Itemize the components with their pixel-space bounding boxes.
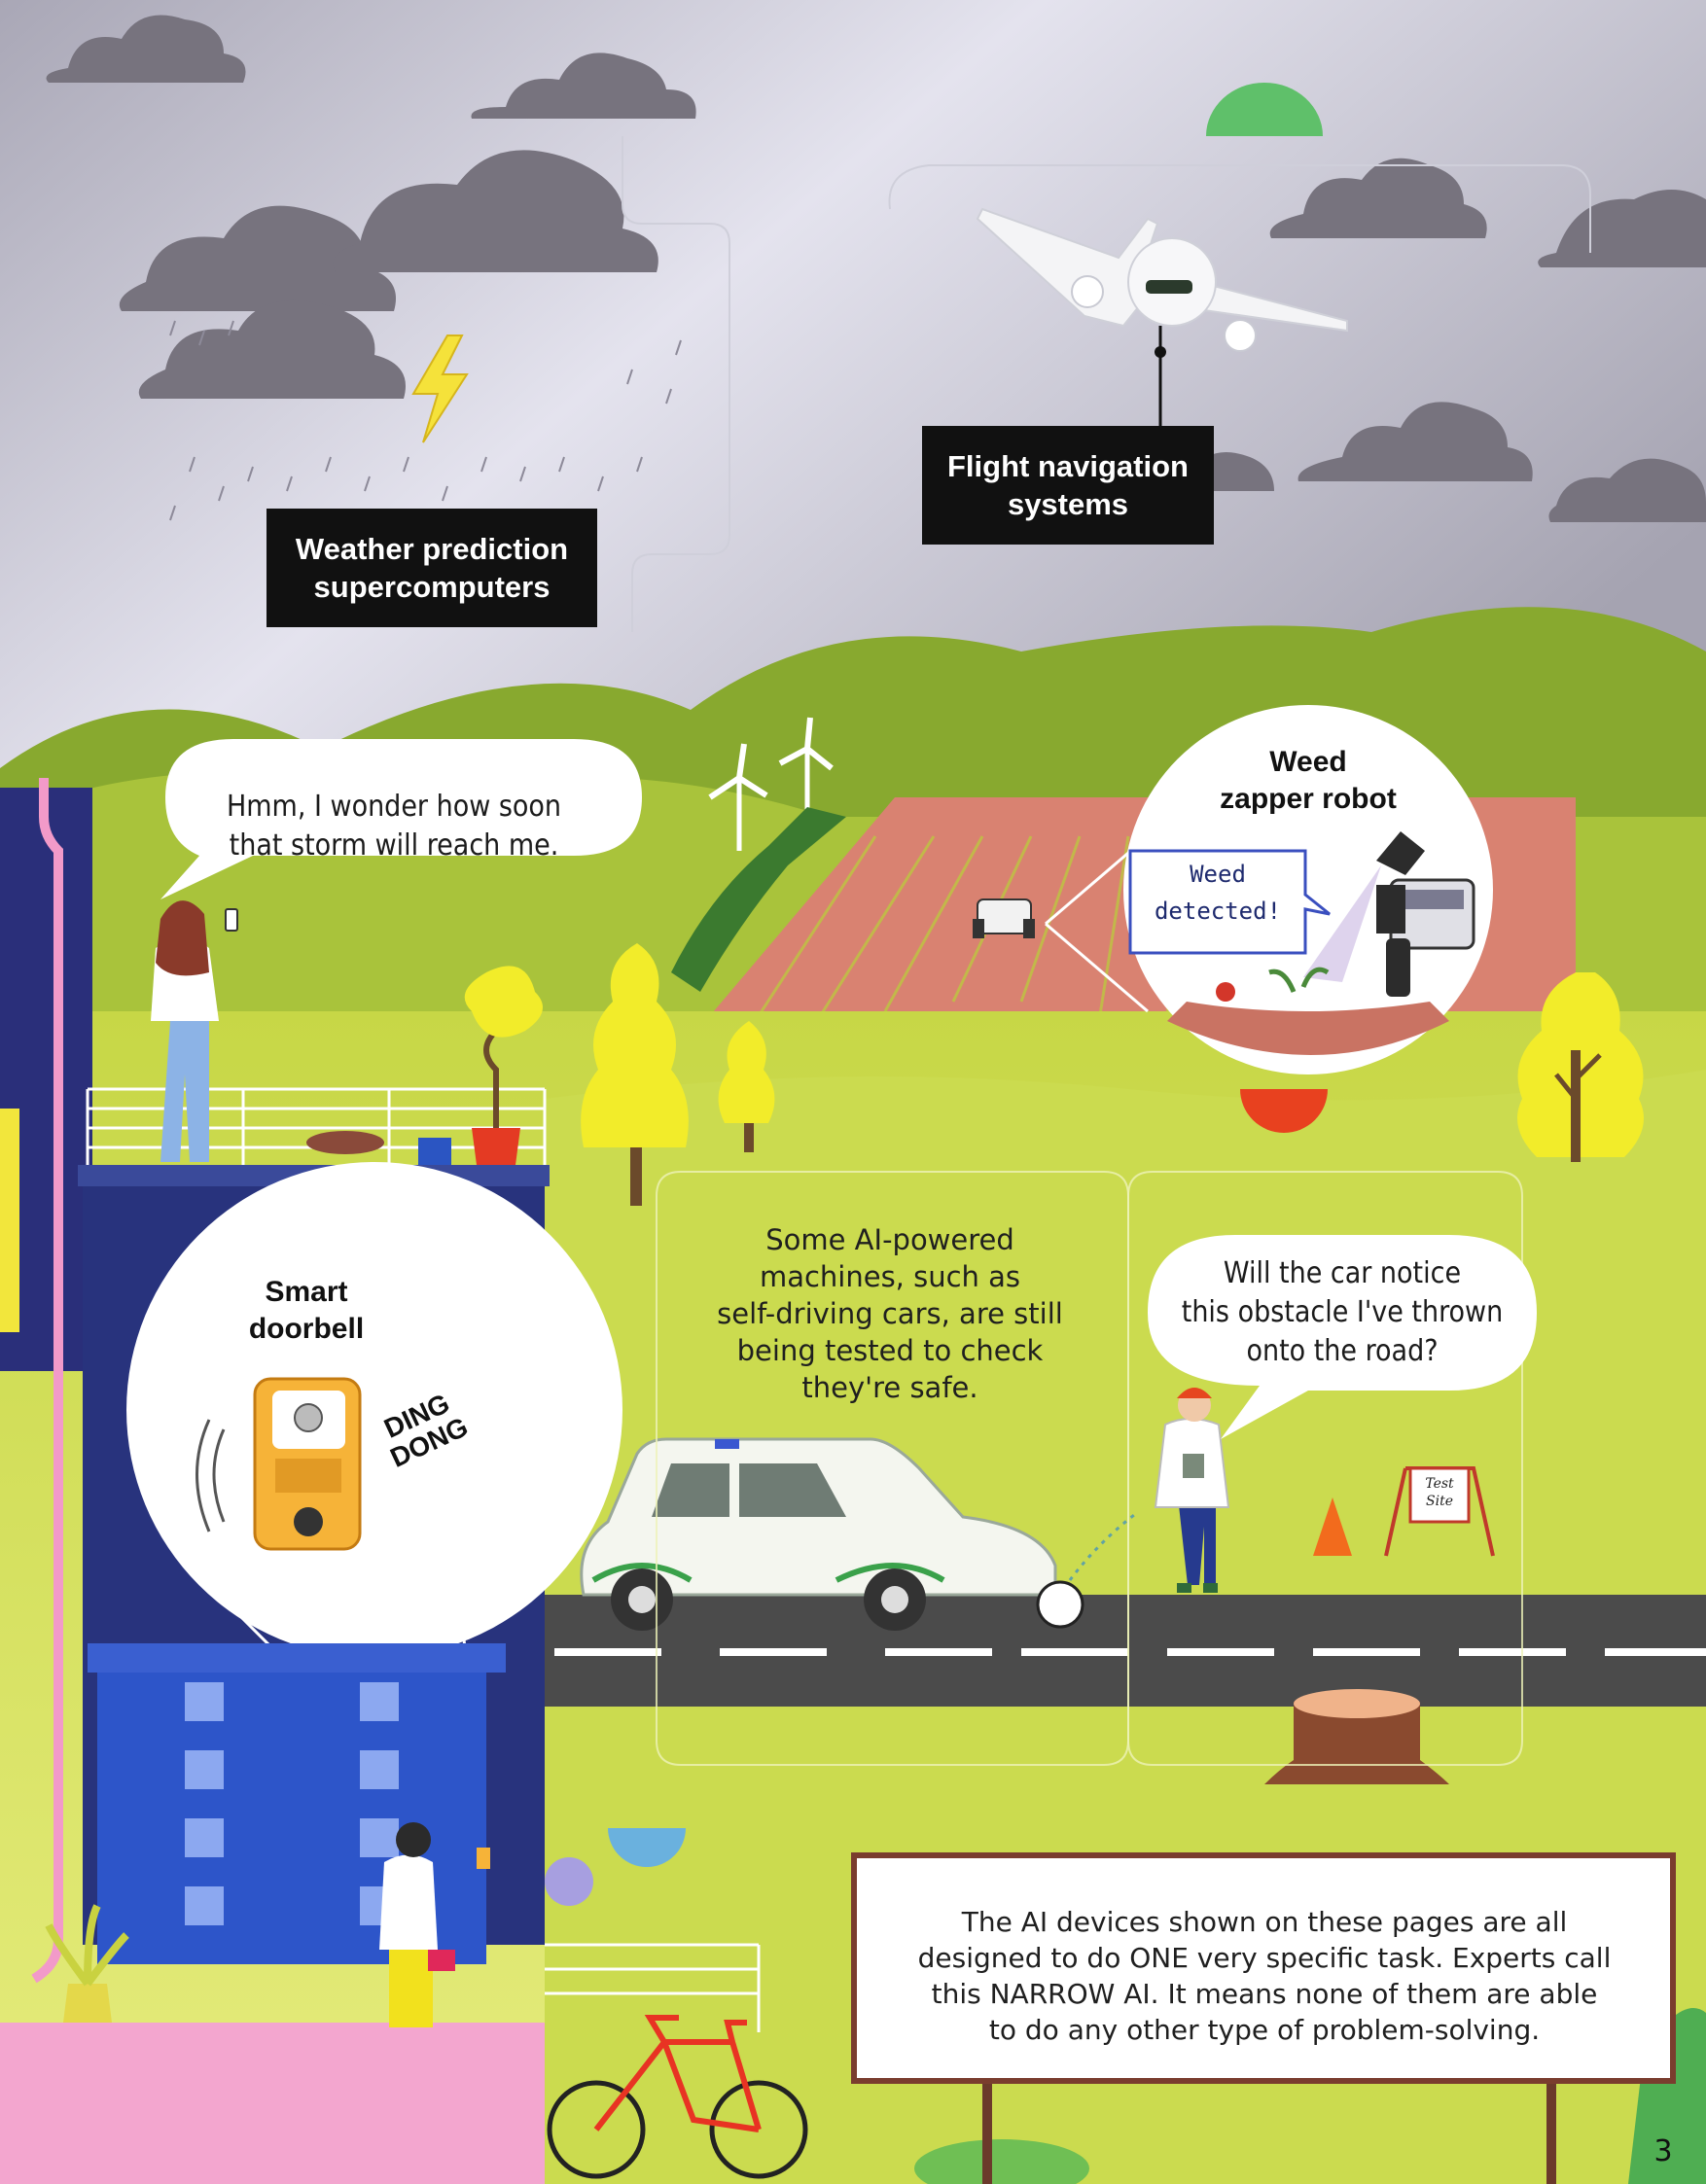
football (1036, 1580, 1084, 1629)
test-site-sign (1384, 1466, 1495, 1557)
test-sign-line1: Test (1425, 1476, 1454, 1492)
tab-semicircle-blue (608, 1828, 686, 1867)
doorbell-title-line1: Smart (265, 1276, 348, 1308)
tab-semicircle-red (1240, 1089, 1328, 1133)
airplane (976, 207, 1348, 426)
label-flight-navigation: Flight navigation systems (922, 426, 1214, 545)
test-site-label: Test Site (1412, 1475, 1467, 1510)
label-weather-line1: Weather prediction (295, 532, 569, 566)
steps (0, 2023, 545, 2184)
info-text-self-driving: Some AI-powered machines, such as self-d… (695, 1221, 1084, 1406)
trees (581, 943, 1644, 1206)
info-line4: being tested to check (736, 1334, 1044, 1367)
info-board-post-right (1546, 2071, 1556, 2184)
doorbell-title-line2: doorbell (248, 1313, 365, 1345)
woman-at-door (379, 1822, 490, 2027)
speech-text-woman: Hmm, I wonder how soon that storm will r… (190, 788, 598, 865)
narrow-ai-line1: The AI devices shown on these pages are … (961, 1906, 1568, 1938)
weed-title-line1: Weed (1269, 746, 1347, 778)
lightning-bolt (411, 335, 469, 443)
info-board (851, 1852, 1676, 2084)
speech-woman-line2: that storm will reach me. (229, 828, 559, 863)
bush-bottom (914, 2139, 1089, 2184)
info-line2: machines, such as (759, 1260, 1021, 1293)
weed-zapper-title: Weed zapper robot (1182, 744, 1435, 818)
speech-woman-line1: Hmm, I wonder how soon (226, 790, 562, 824)
speech-text-scientist: Will the car notice this obstacle I've t… (1153, 1254, 1532, 1371)
weed-message-line2: detected! (1154, 898, 1282, 925)
weed-zapper-robot (1216, 831, 1475, 1002)
speech-bubble-woman (160, 739, 642, 899)
speech-scientist-line2: this obstacle I've thrown (1181, 1295, 1504, 1329)
flap-outline-flight (888, 164, 1591, 253)
woman-on-balcony (151, 900, 238, 1162)
stump-top (1294, 1689, 1420, 1718)
weed-screen-box (1128, 849, 1331, 955)
drainpipe (31, 778, 63, 1984)
label-flight-line1: Flight navigation (947, 449, 1189, 483)
flap-outline-weather (622, 136, 730, 632)
potted-plant (45, 1904, 129, 2023)
flap-outline-right (1127, 1171, 1523, 1766)
info-board-posts (982, 2071, 992, 2184)
rain (169, 320, 682, 521)
speech-scientist-line1: Will the car notice (1223, 1256, 1462, 1290)
info-line3: self-driving cars, are still (717, 1297, 1063, 1330)
label-flight-line2: systems (1007, 487, 1129, 521)
road-markings (554, 1648, 1706, 1656)
weed-message-line1: Weed (1190, 861, 1246, 888)
balcony-plants (306, 966, 543, 1165)
lower-railing (545, 1943, 761, 2032)
info-line5: they're safe. (801, 1371, 978, 1404)
narrow-ai-line2: designed to do ONE very specific task. E… (917, 1942, 1612, 1974)
bicycle (547, 2015, 808, 2179)
speech-scientist-line3: onto the road? (1246, 1334, 1439, 1368)
smart-doorbell-title: Smart doorbell (229, 1274, 384, 1348)
info-line1: Some AI-powered (765, 1223, 1014, 1256)
doorbell-device (195, 1377, 362, 1551)
weed-title-line2: zapper robot (1220, 783, 1397, 815)
tab-semicircle-green (1206, 83, 1323, 136)
self-driving-car (580, 1437, 1057, 1631)
label-weather-line2: supercomputers (313, 570, 551, 604)
traffic-cone (1313, 1497, 1352, 1556)
label-weather-prediction: Weather prediction supercomputers (267, 509, 597, 627)
wind-turbines (708, 717, 834, 851)
field-robot (973, 898, 1035, 938)
page-number: 3 (1653, 2134, 1673, 2168)
door-frame (88, 1643, 506, 1673)
weed-zapper-ground (1167, 1002, 1449, 1055)
tree-stump (1264, 1692, 1449, 1784)
tab-circle-purple (545, 1857, 593, 1906)
narrow-ai-text: The AI devices shown on these pages are … (866, 1904, 1663, 2048)
building-upper-window (0, 1109, 19, 1332)
scientist (1154, 1388, 1230, 1593)
weed-detected-message: Weed detected! (1130, 856, 1305, 930)
test-sign-line2: Site (1426, 1494, 1453, 1509)
narrow-ai-line4: to do any other type of problem-solving. (988, 2014, 1541, 2046)
narrow-ai-line3: this NARROW AI. It means none of them ar… (931, 1978, 1598, 2010)
hedge (671, 807, 846, 992)
speech-bubble-scientist (1148, 1235, 1537, 1439)
doorbell-circle (126, 1162, 622, 1658)
